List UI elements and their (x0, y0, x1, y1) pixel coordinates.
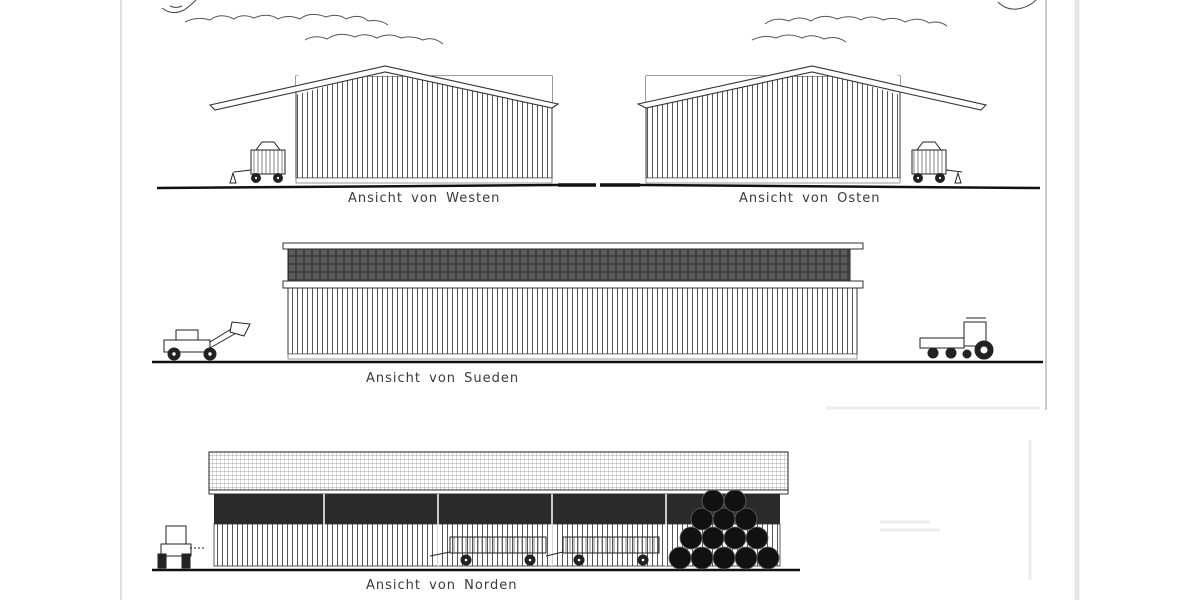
bird-sketch-right (997, 0, 1037, 10)
barn-east-roof (636, 65, 988, 111)
trailer-west-sketch (229, 141, 286, 184)
wheel-loader-sketch (163, 321, 251, 361)
barn-east-ground (639, 183, 1041, 190)
round-bale-stack (668, 489, 780, 570)
barn-south-cladding (287, 287, 858, 355)
barn-east-gable-mask (646, 68, 900, 104)
barn-north-roof (208, 451, 789, 491)
barn-west-roof (208, 65, 560, 111)
barn-east-plinth (645, 177, 901, 184)
trailer-north-1 (429, 536, 547, 566)
barn-east-elevation (600, 65, 1041, 190)
barn-north-elevation (152, 451, 800, 572)
barn-south-solar-panels (287, 248, 851, 282)
barn-north-open-bay (214, 494, 780, 524)
bird-sketch-left (161, 0, 197, 14)
barn-south-plinth (287, 353, 858, 360)
barn-north-eave (208, 489, 789, 495)
barn-south-eave (282, 280, 864, 289)
label-view-north: Ansicht von Norden (366, 578, 518, 593)
barn-west-plinth (295, 177, 553, 184)
trailer-north-2 (545, 536, 660, 566)
label-view-west: Ansicht von Westen (348, 191, 501, 206)
barn-west-gable-mask (296, 67, 552, 104)
trailer-east-sketch (911, 141, 963, 184)
cloud-sketch-left (184, 13, 444, 45)
barn-south-elevation (152, 242, 1043, 364)
barn-west-elevation (156, 65, 596, 190)
faint-title-block-remnant (826, 406, 1040, 580)
label-view-south: Ansicht von Sueden (366, 371, 520, 386)
barn-south-roof-edge (282, 242, 864, 250)
tractor-trailer-sketch (919, 317, 994, 360)
barn-west-ground (156, 183, 559, 190)
cloud-sketch-right (751, 15, 948, 43)
tractor-front-sketch (157, 525, 206, 569)
label-view-east: Ansicht von Osten (739, 191, 881, 206)
